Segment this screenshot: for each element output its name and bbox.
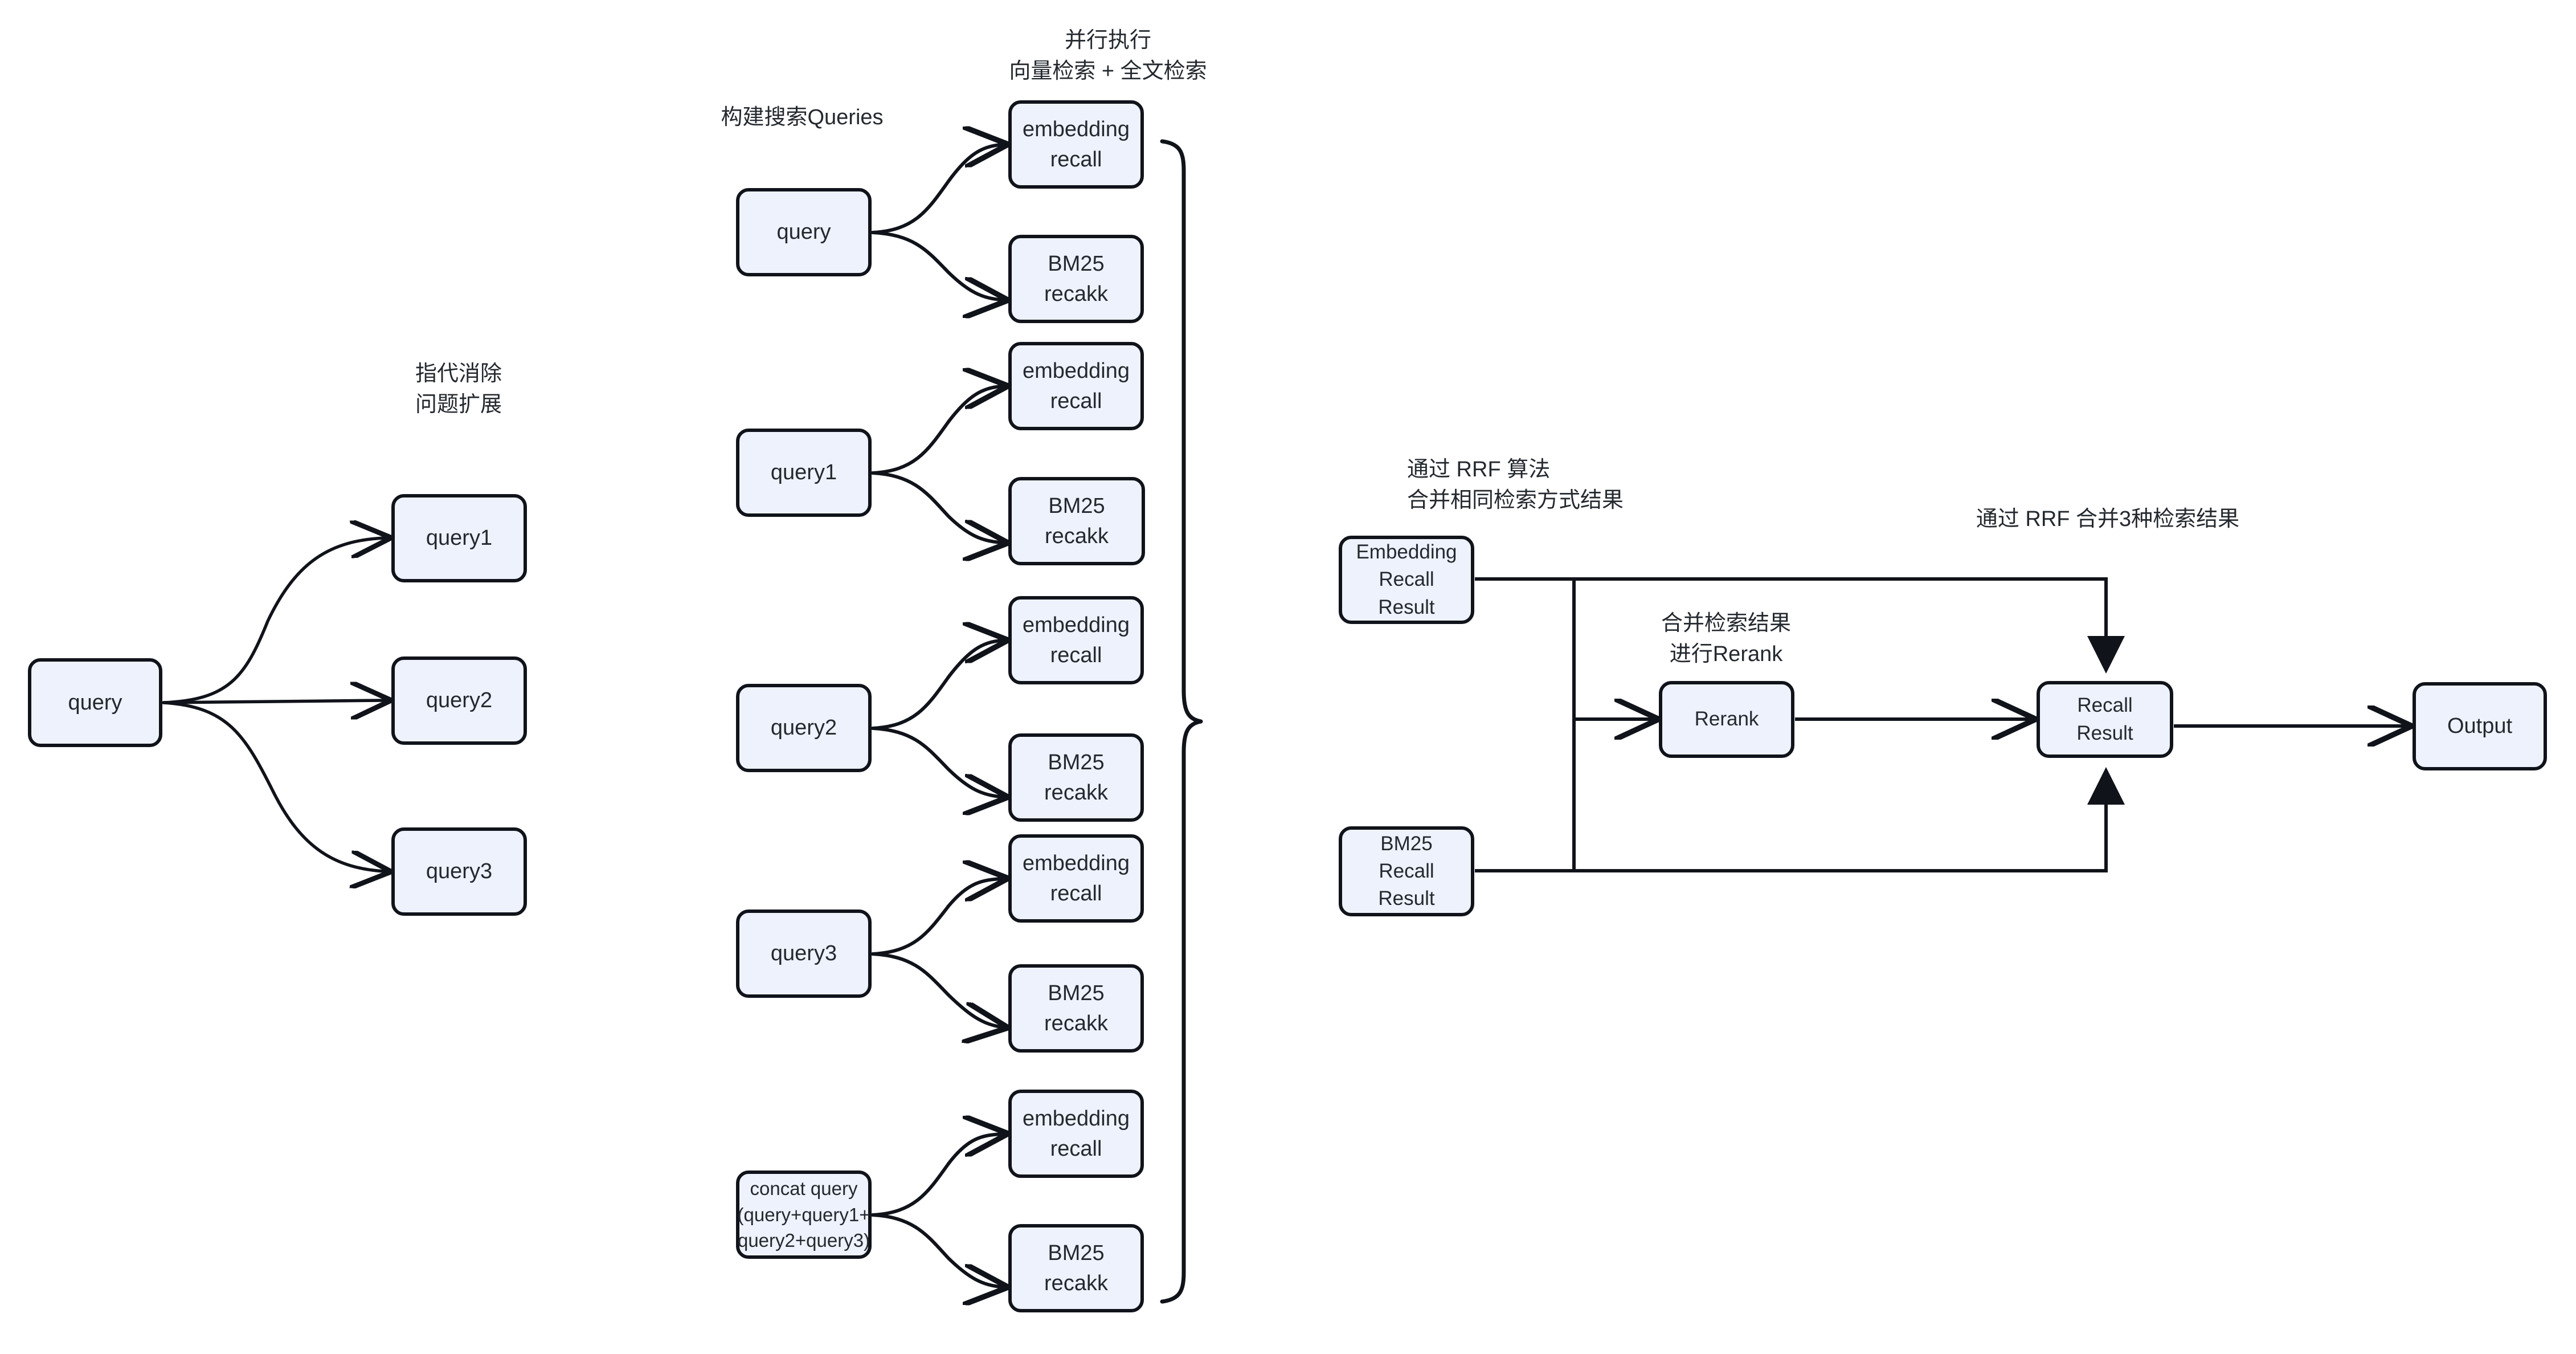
node-query2-left[interactable]: query2: [391, 656, 527, 745]
edge-q3mid-bm4: [871, 952, 1001, 1027]
node-query-root[interactable]: query: [28, 658, 162, 747]
edge-q3mid-emb4: [871, 879, 1001, 956]
edge-query-to-query3: [162, 701, 385, 871]
edge-q1mid-emb2: [871, 386, 1001, 475]
node-query3-left[interactable]: query3: [391, 827, 527, 916]
cap-coref: 指代消除 问题扩展: [415, 362, 502, 417]
edge-qmid-emb1: [871, 145, 1001, 234]
edge-bm25-result-to-recall: [1475, 767, 2125, 872]
node-bm25-recall-2[interactable]: BM25 recakk: [1008, 477, 1145, 565]
cap-rrf-same: 通过 RRF 算法 合并相同检索方式结果: [1407, 458, 1624, 512]
node-concat-query[interactable]: concat query (query+query1+ query2+query…: [736, 1171, 872, 1259]
node-embedding-recall-result[interactable]: Embedding Recall Result: [1339, 536, 1474, 624]
edge-q2mid-emb3: [871, 641, 1001, 730]
edge-qmid-bm1: [871, 231, 1001, 300]
node-query1-mid[interactable]: query1: [736, 429, 872, 517]
edge-emb-result-to-recall: [1475, 577, 2125, 674]
node-bm25-recall-1[interactable]: BM25 recakk: [1008, 235, 1144, 323]
node-emb-recall-2[interactable]: embedding recall: [1008, 342, 1144, 430]
node-bm25-recall-result[interactable]: BM25 Recall Result: [1339, 826, 1474, 916]
cap-merge-rerank: 合并检索结果 进行Rerank: [1661, 611, 1792, 666]
node-emb-recall-3[interactable]: embedding recall: [1008, 596, 1144, 684]
edge-q1mid-bm2: [871, 471, 1001, 543]
cap-build-queries: 构建搜索Queries: [721, 105, 884, 129]
edge-query-to-query1: [162, 538, 385, 704]
edge-query-to-query2: [162, 700, 385, 703]
cap-rrf-three: 通过 RRF 合并3种检索结果: [1976, 507, 2240, 531]
parallel-brace: [1160, 139, 1203, 1304]
node-bm25-recall-5[interactable]: BM25 recakk: [1008, 1224, 1144, 1312]
cap-parallel: 并行执行 向量检索 + 全文检索: [1009, 28, 1207, 83]
node-bm25-recall-3[interactable]: BM25 recakk: [1008, 733, 1144, 822]
node-recall-result[interactable]: Recall Result: [2037, 681, 2173, 758]
node-query3-mid[interactable]: query3: [736, 910, 872, 998]
node-bm25-recall-4[interactable]: BM25 recakk: [1008, 964, 1144, 1053]
edge-concat-emb5: [871, 1134, 1001, 1217]
node-emb-recall-4[interactable]: embedding recall: [1008, 834, 1144, 923]
node-emb-recall-5[interactable]: embedding recall: [1008, 1090, 1144, 1178]
node-query2-mid[interactable]: query2: [736, 684, 872, 772]
node-emb-recall-1[interactable]: embedding recall: [1008, 100, 1144, 189]
node-query-mid[interactable]: query: [736, 188, 872, 276]
node-rerank[interactable]: Rerank: [1659, 681, 1794, 758]
edge-concat-bm5: [871, 1213, 1001, 1287]
node-output[interactable]: Output: [2413, 682, 2547, 770]
edge-q2mid-bm3: [871, 727, 1001, 797]
node-query1-left[interactable]: query1: [391, 494, 527, 582]
